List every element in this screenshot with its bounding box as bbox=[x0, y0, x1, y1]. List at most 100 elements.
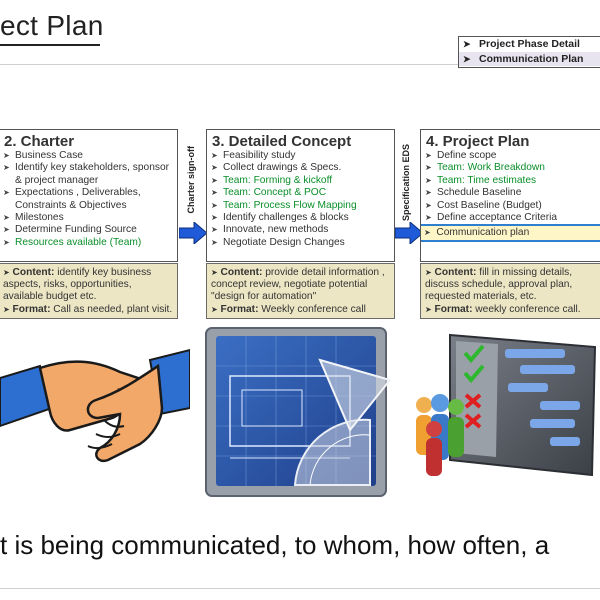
arrow-bullet-icon: ➤ bbox=[425, 188, 432, 198]
phase-item-text: Constraints & Objectives bbox=[15, 199, 127, 211]
phase-item-text: Team: Time estimates bbox=[437, 174, 537, 186]
phase-item-text: Schedule Baseline bbox=[437, 187, 522, 199]
phase-item: ➤ Team: Concept & POC bbox=[211, 187, 392, 199]
phase-column-detailed-concept: 3. Detailed Concept ➤ Feasibility study ➤ C… bbox=[206, 129, 395, 262]
phase-item: Constraints & Objectives bbox=[3, 200, 175, 212]
arrow-bullet-icon: ➤ bbox=[463, 39, 471, 49]
content-band-detailed-concept: ➤ Content: provide detail information , … bbox=[206, 263, 395, 319]
content-label: Content: bbox=[220, 267, 263, 278]
gate-arrow-icon bbox=[179, 222, 207, 244]
phase-item: ➤ Define scope bbox=[425, 150, 600, 162]
arrow-bullet-icon: ➤ bbox=[425, 304, 432, 314]
slide-title: ect Plan bbox=[0, 10, 104, 41]
phase-item-text: Determine Funding Source bbox=[15, 224, 137, 236]
arrow-bullet-icon: ➤ bbox=[3, 163, 10, 173]
arrow-bullet-icon: ➤ bbox=[211, 213, 218, 223]
phase-item-text: Team: Concept & POC bbox=[223, 187, 327, 199]
phase-item-text: Collect drawings & Specs. bbox=[223, 162, 342, 174]
phase-heading: 2. Charter bbox=[4, 133, 75, 150]
phase-item: ➤ Team: Time estimates bbox=[425, 175, 600, 187]
nav-item-label: Communication Plan bbox=[479, 53, 584, 65]
phase-item: ➤ Determine Funding Source bbox=[3, 224, 175, 236]
format-label: Format: bbox=[12, 303, 51, 315]
phase-item: ➤ Milestones bbox=[3, 212, 175, 224]
arrow-bullet-icon: ➤ bbox=[425, 268, 432, 277]
phase-item-list: ➤ Business Case➤Identify key stakeholders… bbox=[3, 150, 175, 249]
phase-item: ➤ Collect drawings & Specs. bbox=[211, 162, 392, 174]
arrow-bullet-icon: ➤ bbox=[425, 213, 432, 223]
nav-item-label: Project Phase Detail bbox=[479, 38, 580, 50]
phase-item-text: Business Case bbox=[15, 150, 83, 161]
phase-item-text: Resources available (Team) bbox=[15, 236, 142, 248]
phase-item-text: Team: Work Breakdown bbox=[437, 162, 545, 174]
arrow-bullet-icon: ➤ bbox=[3, 213, 10, 223]
phase-item-text: Innovate, new methods bbox=[223, 224, 329, 236]
arrow-bullet-icon: ➤ bbox=[425, 163, 432, 173]
format-label: Format: bbox=[220, 303, 259, 315]
phase-item: ➤Identify challenges & blocks bbox=[211, 212, 392, 224]
phase-item: ➤Resources available (Team) bbox=[3, 237, 175, 249]
nav-box: ➤ Project Phase Detail ➤ Communication Pla… bbox=[458, 36, 600, 68]
arrow-bullet-icon: ➤ bbox=[211, 225, 218, 235]
phase-item-text: Feasibility study bbox=[223, 150, 296, 161]
phase-column-project-plan: 4. Project Plan ➤ Define scope ➤ Team: Work… bbox=[420, 129, 600, 262]
arrow-bullet-icon: ➤ bbox=[211, 304, 218, 314]
phase-item: ➤ Team: Process Flow Mapping bbox=[211, 200, 392, 212]
format-text: Weekly conference call bbox=[258, 303, 366, 315]
phase-item-list: ➤ Feasibility study ➤ Collect drawings & Sp… bbox=[211, 150, 392, 249]
format-text: Call as needed, plant visit. bbox=[50, 303, 173, 315]
arrow-bullet-icon: ➤ bbox=[211, 151, 218, 160]
phase-item-text: Team: Process Flow Mapping bbox=[223, 199, 357, 211]
phase-item-text: Milestones bbox=[15, 212, 64, 224]
arrow-bullet-icon: ➤ bbox=[211, 175, 218, 185]
arrow-bullet-icon: ➤ bbox=[211, 188, 218, 198]
phase-item-text: Team: Forming & kickoff bbox=[223, 174, 333, 186]
team-plan-icon bbox=[416, 333, 597, 477]
phase-item: ➤Define acceptance Criteria bbox=[425, 212, 600, 224]
phase-item: ➤Identify key stakeholders, sponsor bbox=[3, 162, 175, 174]
gate-arrow-icon bbox=[395, 222, 423, 244]
arrow-bullet-icon: ➤ bbox=[211, 200, 218, 210]
phase-item-text: Negotiate Design Changes bbox=[223, 236, 345, 248]
nav-item-communication-plan[interactable]: ➤ Communication Plan bbox=[459, 52, 600, 66]
handshake-icon bbox=[0, 348, 190, 463]
format-text: weekly conference call. bbox=[472, 303, 581, 315]
phase-item: & project manager bbox=[3, 175, 175, 187]
phase-item-list: ➤ Define scope ➤ Team: Work Breakdown ➤ Team:… bbox=[425, 150, 600, 224]
arrow-bullet-icon: ➤ bbox=[425, 200, 432, 210]
content-label: Content: bbox=[12, 267, 55, 278]
highlight-item-label: Communication plan bbox=[436, 227, 530, 238]
arrow-bullet-icon: ➤ bbox=[3, 225, 10, 235]
phase-item-text: Expectations , Deliverables, bbox=[15, 187, 141, 199]
phase-item-text: Cost Baseline (Budget) bbox=[437, 199, 542, 211]
arrow-bullet-icon: ➤ bbox=[3, 268, 10, 277]
highlighted-item-communication-plan[interactable]: ➤ Communication plan bbox=[421, 224, 600, 242]
phase-item: ➤ Cost Baseline (Budget) bbox=[425, 200, 600, 212]
arrow-bullet-icon: ➤ bbox=[425, 175, 432, 185]
arrow-bullet-icon: ➤ bbox=[425, 151, 432, 160]
phase-column-charter: 2. Charter ➤ Business Case➤Identify key s… bbox=[0, 129, 178, 262]
phase-item-text: & project manager bbox=[15, 174, 99, 186]
bottom-divider bbox=[0, 588, 600, 589]
nav-item-project-phase-detail[interactable]: ➤ Project Phase Detail bbox=[459, 37, 600, 51]
content-text: identify key business aspects, risks, op… bbox=[3, 267, 152, 303]
bottom-sentence: t is being communicated, to whom, how of… bbox=[0, 530, 550, 560]
arrow-bullet-icon: ➤ bbox=[211, 237, 218, 247]
title-divider bbox=[0, 64, 600, 65]
blueprint-icon bbox=[205, 327, 392, 497]
arrow-bullet-icon: ➤ bbox=[3, 304, 10, 314]
content-text: fill in missing details, discuss schedul… bbox=[425, 267, 573, 303]
arrow-bullet-icon: ➤ bbox=[3, 188, 10, 198]
arrow-bullet-icon: ➤ bbox=[463, 54, 471, 64]
arrow-bullet-icon: ➤ bbox=[424, 228, 431, 237]
phase-item-text: Define scope bbox=[437, 150, 497, 161]
phase-item: ➤ Feasibility study bbox=[211, 150, 392, 162]
arrow-bullet-icon: ➤ bbox=[211, 163, 218, 173]
gate-label-charter-signoff: Charter sign-off bbox=[186, 146, 196, 214]
title-underline bbox=[0, 44, 100, 46]
phase-heading: 4. Project Plan bbox=[426, 133, 530, 150]
gate-label-specification-eds: Specification EDS bbox=[401, 144, 411, 222]
phase-heading: 3. Detailed Concept bbox=[212, 133, 352, 150]
arrow-bullet-icon: ➤ bbox=[3, 151, 10, 160]
content-text: provide detail information , concept rev… bbox=[211, 267, 385, 303]
